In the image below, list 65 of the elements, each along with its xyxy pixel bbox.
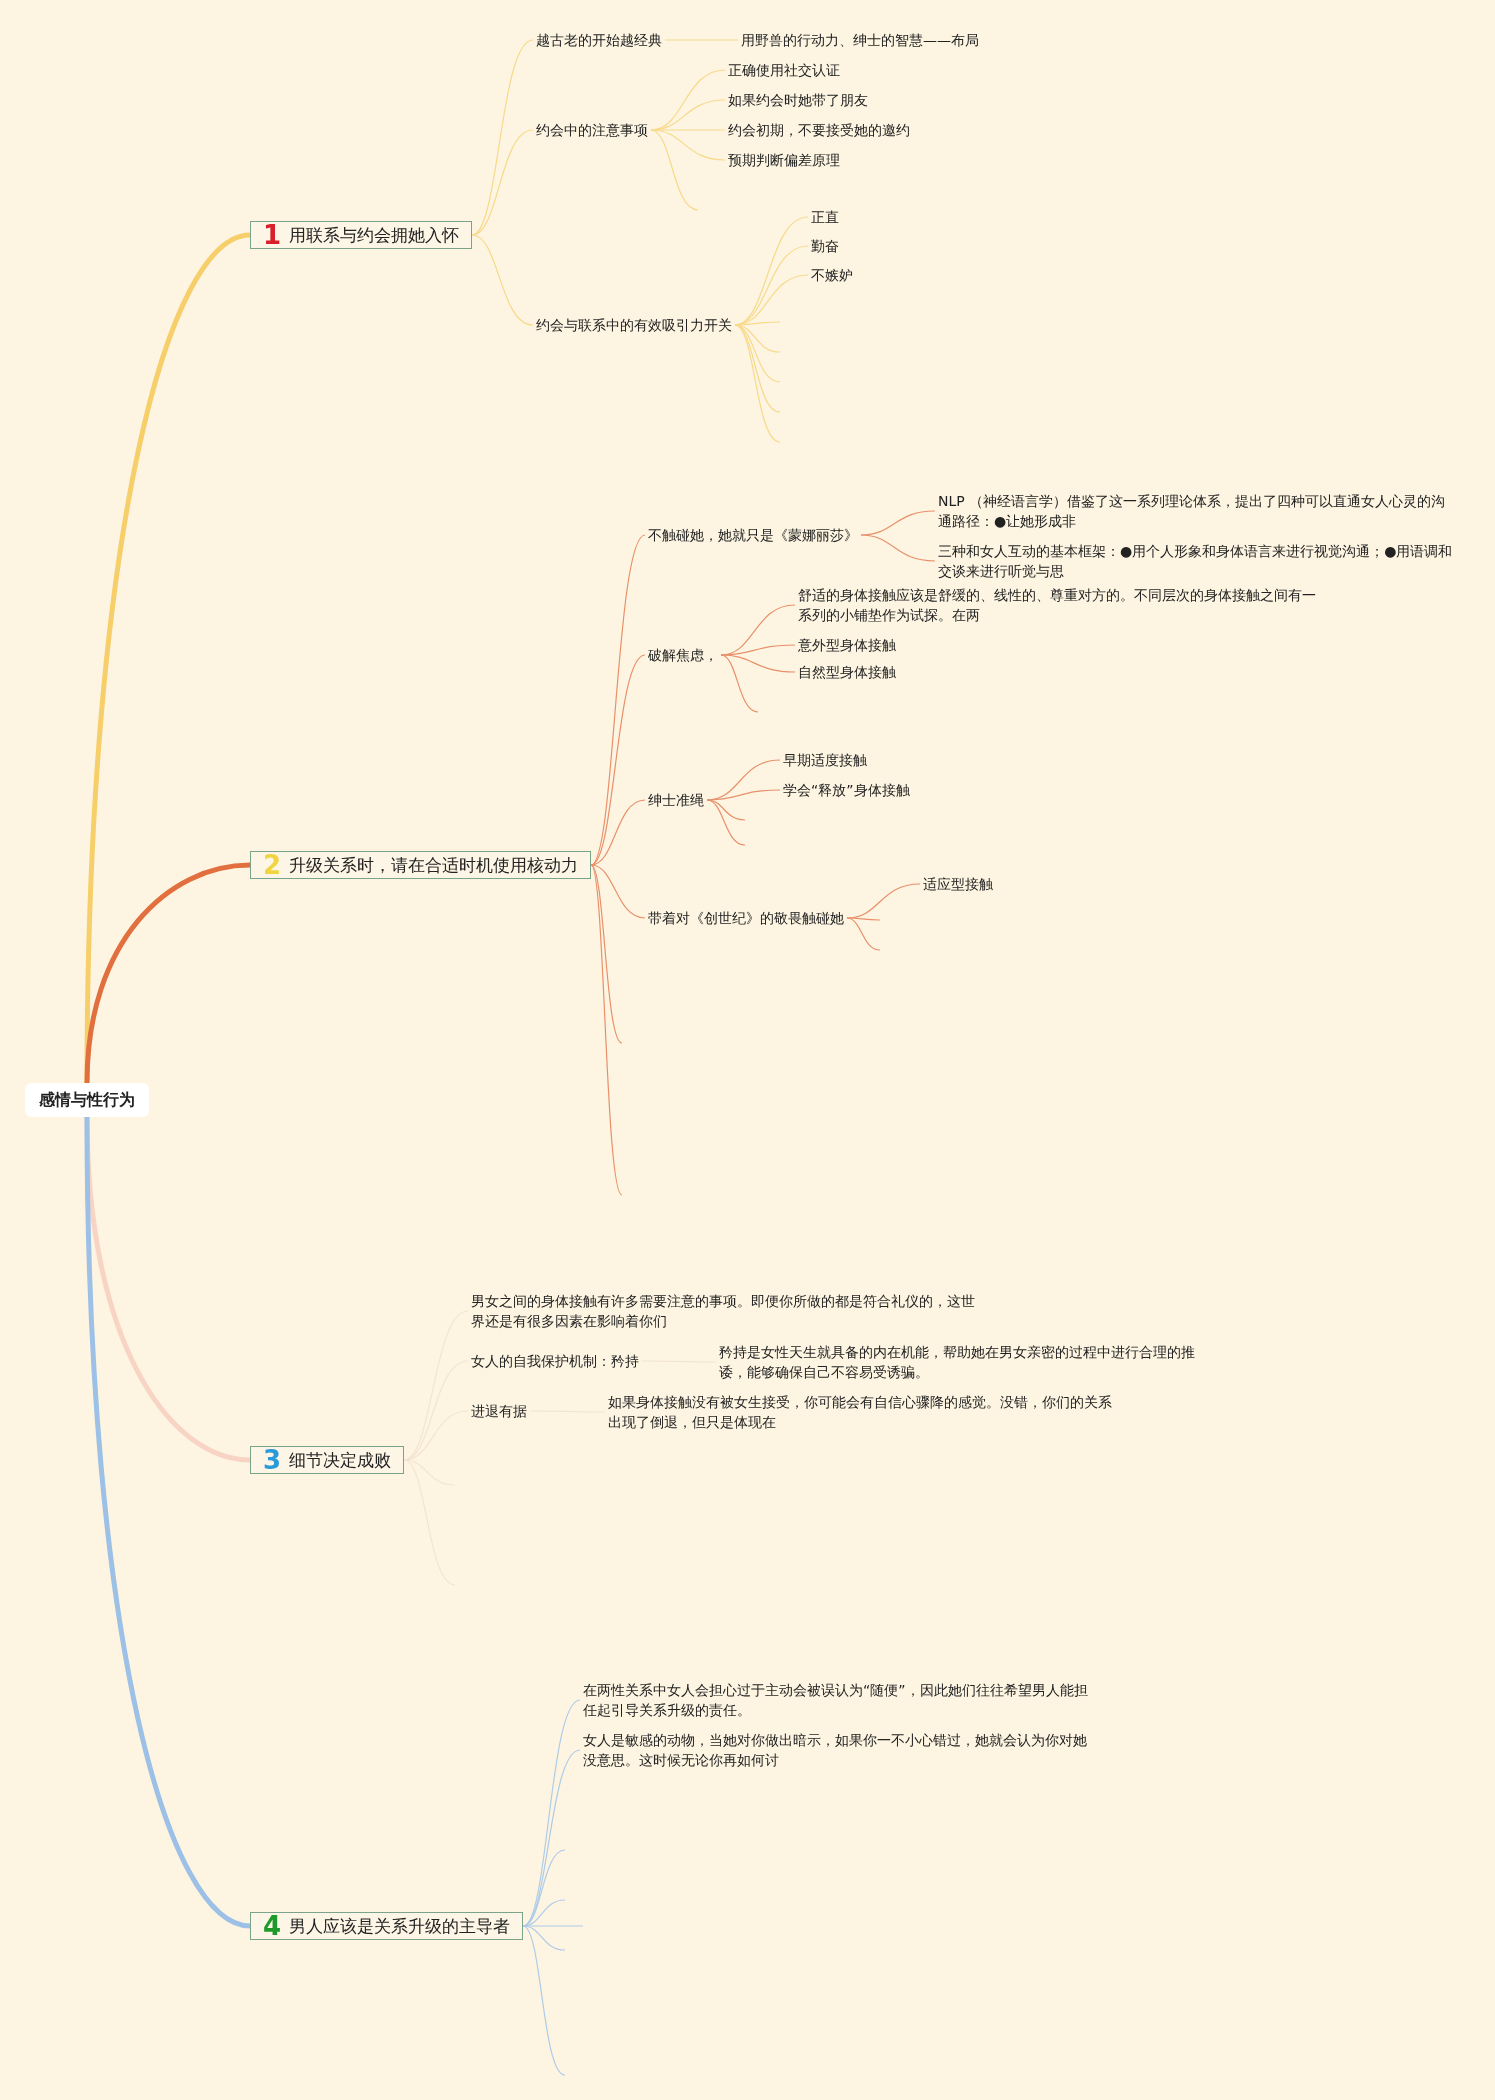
branch-line [846, 917, 881, 951]
note-text: 三种和女人互动的基本框架：●用个人形象和身体语言来进行视觉沟通；●用语调和交谈来进行听觉与思 [935, 540, 1461, 582]
branch-line [471, 234, 534, 326]
subtopic-text: 正直 [808, 206, 842, 228]
branch-line [706, 799, 746, 846]
subtopic-text: 勤奋 [808, 235, 842, 257]
branch-line [84, 1116, 251, 1929]
branch-line [720, 654, 759, 713]
subtopic-text: 意外型身体接触 [795, 634, 899, 656]
subtopic-text: 带着对《创世纪》的敬畏触碰她 [645, 907, 847, 929]
topic-number: 4 [263, 1916, 282, 1936]
subtopic-text: 女人的自我保护机制：矜持 [468, 1350, 642, 1372]
subtopic-text: 正确使用社交认证 [725, 59, 843, 81]
note-text: 在两性关系中女人会担心过于主动会被误认为“随便”，因此她们往往希望男人能担任起引导关系升级的责任。 [580, 1679, 1096, 1721]
branch-line [734, 324, 781, 443]
branch-line [522, 1699, 581, 1927]
subtopic-text: 约会初期，不要接受她的邀约 [725, 119, 913, 141]
branch-line [706, 789, 781, 801]
topic-title: 细节决定成败 [289, 1450, 392, 1470]
topic-title: 升级关系时，请在合适时机使用核动力 [289, 855, 579, 875]
central-topic: 感情与性行为 [25, 1083, 149, 1117]
branch-line [590, 654, 646, 866]
branch-line [471, 129, 534, 236]
subtopic-text: 适应型接触 [920, 873, 996, 895]
note-text: 矜持是女性天生就具备的内在机能，帮助她在男女亲密的过程中进行合理的推诿，能够确保自己不容易受诱骗。 [716, 1341, 1222, 1383]
subtopic-text: 约会与联系中的有效吸引力开关 [533, 314, 735, 336]
subtopic-text: 约会中的注意事项 [533, 119, 651, 141]
branch-line [664, 39, 739, 41]
note-text: 舒适的身体接触应该是舒缓的、线性的、尊重对方的。不同层次的身体接触之间有一系列的小铺垫作为试探。在两 [795, 584, 1321, 626]
subtopic-text: 自然型身体接触 [795, 661, 899, 683]
subtopic-text: 越古老的开始越经典 [533, 29, 665, 51]
topic-box [250, 1446, 405, 1474]
branch-line [522, 1925, 566, 2076]
topic-number: 1 [263, 225, 282, 245]
topic-title: 用联系与约会拥她入怀 [289, 225, 460, 245]
subtopic-text: 破解焦虑， [645, 644, 721, 666]
branch-line [84, 862, 251, 1084]
note-text: NLP （神经语言学）借鉴了这一系列理论体系，提出了四种可以直通女人心灵的沟通路径：●让她形成非 [935, 490, 1461, 532]
note-text: 男女之间的身体接触有许多需要注意的事项。即便你所做的都是符合礼仪的，这世界还是有很多因素在影响着你们 [468, 1290, 984, 1332]
subtopic-text: 学会“释放”身体接触 [780, 779, 913, 801]
topic-number: 2 [263, 855, 282, 875]
branch-line [650, 129, 726, 161]
subtopic-text: 如果约会时她带了朋友 [725, 89, 871, 111]
topic-box [250, 851, 592, 879]
note-text: 女人是敏感的动物，当她对你做出暗示，如果你一不小心错过，她就会认为你对她没意思。这时候无论你再如何讨 [580, 1729, 1096, 1771]
topic-box [250, 1912, 524, 1940]
branch-line [590, 864, 646, 919]
branch-line [84, 232, 251, 1084]
topic-number: 3 [263, 1450, 282, 1470]
branch-line [846, 917, 881, 921]
branch-line [860, 534, 936, 562]
note-text: 如果身体接触没有被女生接受，你可能会有自信心骤降的感觉。没错，你们的关系出现了倒退，但只是体现在 [605, 1391, 1121, 1433]
subtopic-text: 预期判断偏差原理 [725, 149, 843, 171]
subtopic-text: 用野兽的行动力、绅士的智慧——布局 [738, 29, 982, 51]
topic-title: 男人应该是关系升级的主导者 [289, 1916, 511, 1936]
branch-line [590, 864, 623, 1196]
subtopic-text: 进退有据 [468, 1400, 530, 1422]
branch-line [650, 129, 699, 211]
branch-line [590, 864, 623, 1044]
branch-line [720, 654, 796, 673]
subtopic-text: 早期适度接触 [780, 749, 870, 771]
topic-box [250, 221, 473, 249]
subtopic-text: 不嫉妒 [808, 264, 856, 286]
subtopic-text: 绅士准绳 [645, 789, 707, 811]
subtopic-text: 不触碰她，她就只是《蒙娜丽莎》 [645, 524, 861, 546]
